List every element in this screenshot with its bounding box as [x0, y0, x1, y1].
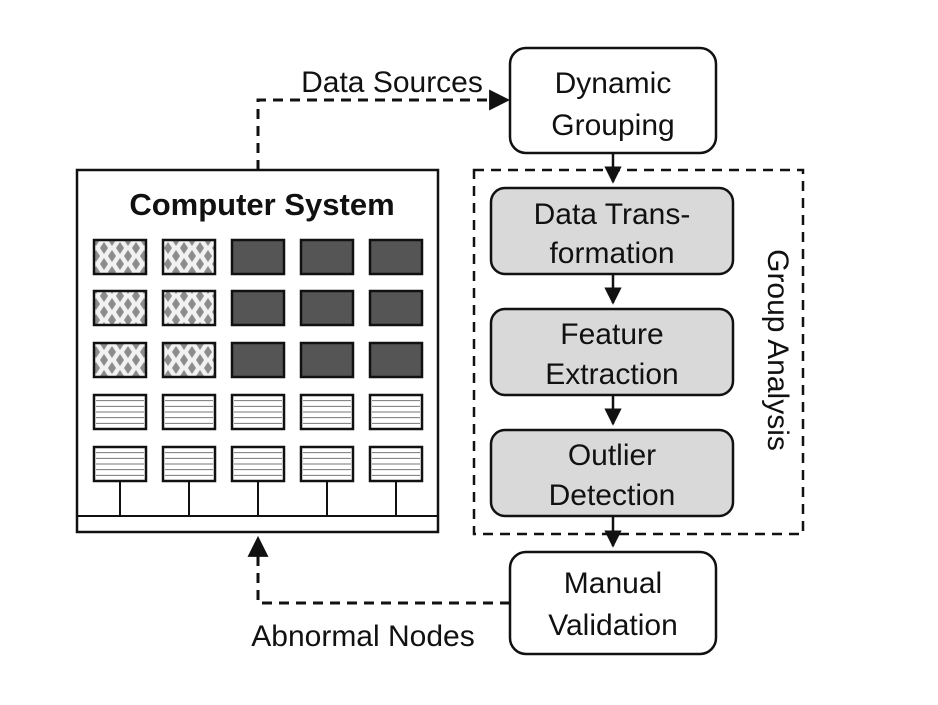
node-dark: [230, 238, 286, 276]
node-dark: [230, 289, 286, 327]
data-transformation-label-line2: formation: [549, 237, 674, 270]
data-sources-arrow: [256, 89, 511, 170]
node-dark: [230, 341, 286, 379]
node-dotted: [92, 341, 148, 379]
data-transformation-label-line1: Data Trans-: [534, 198, 691, 231]
node-dark: [368, 289, 424, 327]
manual-validation-label-line1: Manual: [564, 567, 662, 600]
dynamic-grouping-label-line1: Dynamic: [555, 67, 672, 100]
abnormal-nodes-label: Abnormal Nodes: [251, 620, 474, 653]
computer-system-title: Computer System: [129, 187, 394, 222]
group-analysis-label: Group Analysis: [761, 249, 794, 451]
data-sources-label: Data Sources: [301, 66, 483, 99]
dynamic-grouping-label-line2: Grouping: [551, 109, 674, 142]
node-dotted: [161, 289, 217, 327]
node-grid: [92, 238, 424, 516]
group-analysis-container: [472, 168, 805, 536]
node-dotted: [92, 289, 148, 327]
node-dotted: [161, 238, 217, 276]
feature-extraction-label-line1: Feature: [560, 318, 663, 351]
node-dotted: [161, 341, 217, 379]
outlier-detection-label-line2: Detection: [549, 479, 676, 512]
node-dark: [299, 289, 355, 327]
node-dark: [299, 238, 355, 276]
manual-validation-label-line2: Validation: [548, 609, 678, 642]
feature-extraction-label-line2: Extraction: [545, 358, 678, 391]
abnormal-nodes-arrow: [247, 535, 510, 605]
outlier-detection-label-line1: Outlier: [568, 439, 656, 472]
node-dark: [368, 238, 424, 276]
node-dark: [299, 341, 355, 379]
node-dotted: [92, 238, 148, 276]
node-dark: [368, 341, 424, 379]
